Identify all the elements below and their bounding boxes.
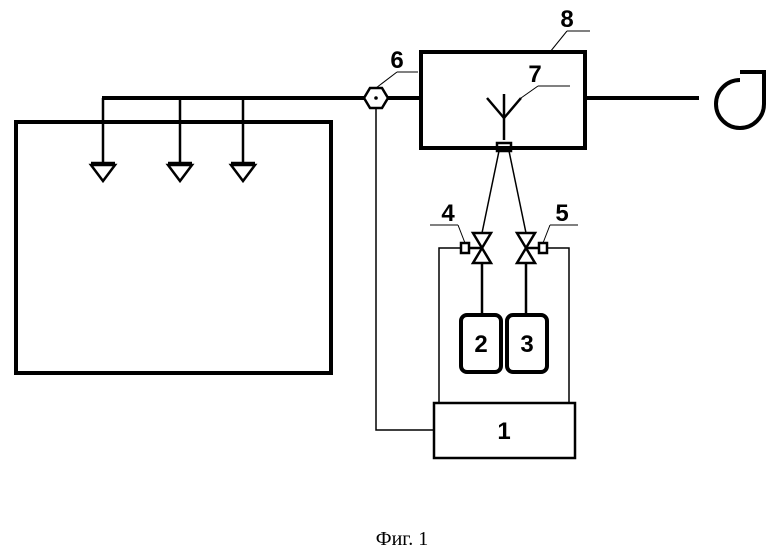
- valve-right-icon: [517, 233, 547, 263]
- label-control-unit: 1: [497, 418, 510, 445]
- room-enclosure: [16, 122, 331, 373]
- control-wire-valve5: [547, 248, 569, 403]
- sensor-signal-line: [376, 108, 434, 430]
- leader-6: [376, 72, 397, 88]
- sprinkler-1: [91, 98, 115, 181]
- label-nozzle: 7: [528, 61, 541, 88]
- sensor-dot: [374, 96, 378, 100]
- label-valve-left: 4: [441, 200, 455, 227]
- tube-left: [482, 151, 499, 233]
- label-chamber: 8: [560, 6, 573, 33]
- leader-8: [550, 31, 567, 52]
- figure-caption: Фиг. 1: [376, 528, 428, 550]
- sprinkler-3: [231, 98, 255, 181]
- control-wire-valve4: [439, 248, 461, 403]
- label-valve-right: 5: [555, 200, 568, 227]
- tube-right: [509, 151, 526, 233]
- fan-icon: [716, 72, 764, 128]
- leader-5: [543, 225, 550, 243]
- valve-left-icon: [461, 233, 491, 263]
- sprinkler-2: [168, 98, 192, 181]
- label-cylinder-2: 2: [474, 331, 487, 358]
- label-sensor: 6: [390, 47, 403, 74]
- leader-4: [458, 225, 465, 243]
- nozzle-icon: [487, 94, 521, 140]
- label-cylinder-3: 3: [520, 331, 533, 358]
